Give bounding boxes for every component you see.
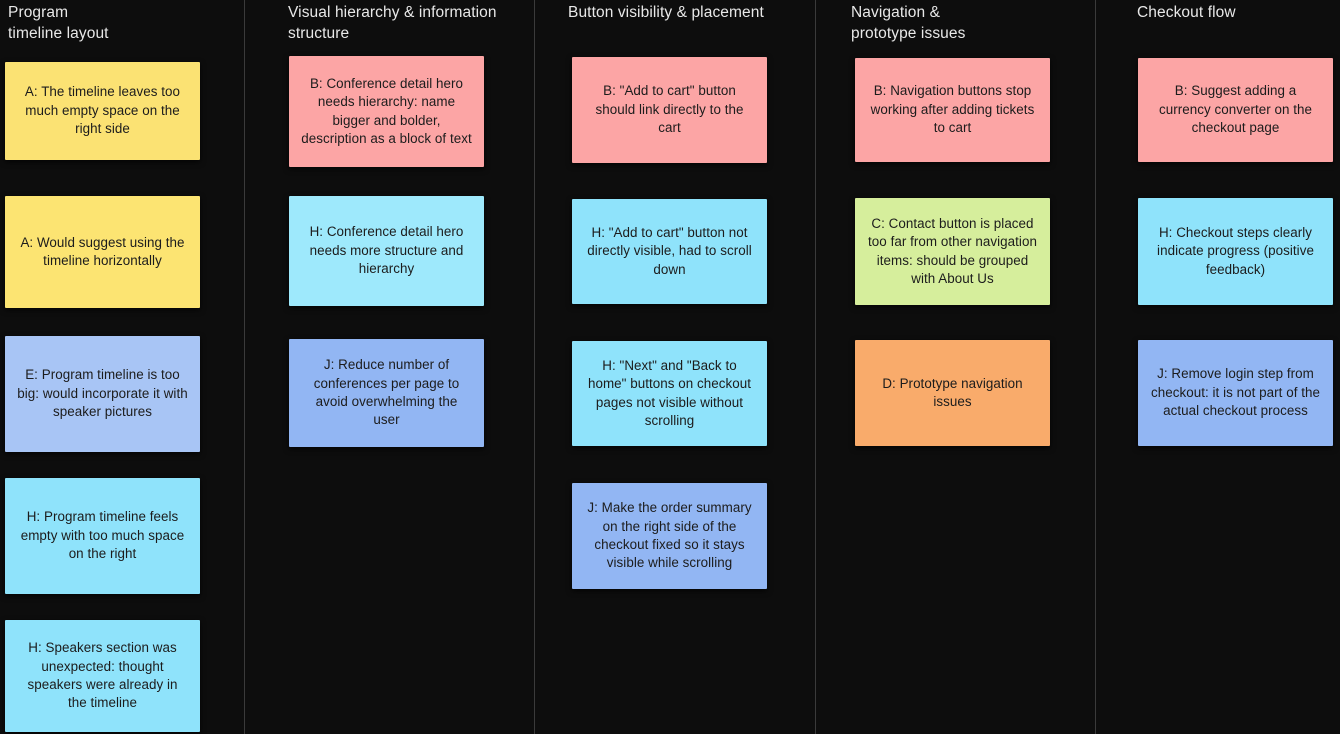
column-header-checkout-flow: Checkout flow bbox=[1137, 4, 1236, 21]
sticky-note-note-b-conference-hero-hierarchy[interactable]: B: Conference detail hero needs hierarch… bbox=[289, 56, 484, 167]
column-divider-2 bbox=[534, 0, 535, 734]
sticky-note-text: H: "Next" and "Back to home" buttons on … bbox=[587, 357, 752, 428]
sticky-note-note-h-timeline-feels-empty[interactable]: H: Program timeline feels empty with too… bbox=[5, 478, 200, 594]
column-header-visual-hierarchy-information-structure: Visual hierarchy & information structure bbox=[288, 4, 497, 42]
sticky-note-note-b-add-to-cart-link[interactable]: B: "Add to cart" button should link dire… bbox=[572, 57, 767, 163]
sticky-note-note-c-contact-button-placement[interactable]: C: Contact button is placed too far from… bbox=[855, 198, 1050, 305]
sticky-note-text: H: Speakers section was unexpected: thou… bbox=[27, 640, 178, 711]
sticky-note-note-h-add-to-cart-not-visible[interactable]: H: "Add to cart" button not directly vis… bbox=[572, 199, 767, 304]
sticky-note-note-e-timeline-too-big[interactable]: E: Program timeline is too big: would in… bbox=[5, 336, 200, 452]
sticky-note-note-j-reduce-conferences-per-page[interactable]: J: Reduce number of conferences per page… bbox=[289, 339, 484, 447]
column-header-navigation-prototype-issues: Navigation & prototype issues bbox=[851, 4, 966, 42]
sticky-note-text: C: Contact button is placed too far from… bbox=[868, 215, 1037, 286]
sticky-note-note-d-prototype-navigation-issues[interactable]: D: Prototype navigation issues bbox=[855, 340, 1050, 446]
sticky-note-note-b-currency-converter[interactable]: B: Suggest adding a currency converter o… bbox=[1138, 58, 1333, 162]
sticky-note-note-b-navigation-buttons-stop[interactable]: B: Navigation buttons stop working after… bbox=[855, 58, 1050, 162]
sticky-note-note-a-timeline-horizontal[interactable]: A: Would suggest using the timeline hori… bbox=[5, 196, 200, 308]
column-divider-4 bbox=[1095, 0, 1096, 734]
column-header-program-timeline-layout: Program timeline layout bbox=[8, 4, 109, 42]
sticky-note-text: H: "Add to cart" button not directly vis… bbox=[587, 224, 752, 277]
sticky-note-text: H: Program timeline feels empty with too… bbox=[20, 509, 185, 562]
sticky-note-text: H: Checkout steps clearly indicate progr… bbox=[1157, 224, 1314, 277]
sticky-note-text: B: "Add to cart" button should link dire… bbox=[595, 83, 744, 136]
sticky-note-note-h-speakers-section[interactable]: H: Speakers section was unexpected: thou… bbox=[5, 620, 200, 732]
column-divider-1 bbox=[244, 0, 245, 734]
sticky-note-text: B: Navigation buttons stop working after… bbox=[870, 83, 1035, 136]
sticky-note-text: A: Would suggest using the timeline hori… bbox=[20, 234, 185, 268]
sticky-note-text: B: Conference detail hero needs hierarch… bbox=[301, 75, 472, 146]
sticky-note-text: J: Remove login step from checkout: it i… bbox=[1150, 366, 1321, 419]
sticky-note-note-h-conference-hero-structure[interactable]: H: Conference detail hero needs more str… bbox=[289, 196, 484, 306]
sticky-note-text: H: Conference detail hero needs more str… bbox=[309, 224, 464, 277]
sticky-note-note-h-checkout-steps-progress[interactable]: H: Checkout steps clearly indicate progr… bbox=[1138, 198, 1333, 305]
sticky-note-text: D: Prototype navigation issues bbox=[882, 375, 1023, 409]
column-header-button-visibility-placement: Button visibility & placement bbox=[568, 4, 764, 21]
sticky-note-note-j-remove-login-step[interactable]: J: Remove login step from checkout: it i… bbox=[1138, 340, 1333, 446]
sticky-note-text: J: Reduce number of conferences per page… bbox=[313, 357, 460, 428]
sticky-note-note-h-next-back-home-not-visible[interactable]: H: "Next" and "Back to home" buttons on … bbox=[572, 341, 767, 446]
sticky-note-text: A: The timeline leaves too much empty sp… bbox=[24, 84, 181, 137]
sticky-note-note-j-order-summary-fixed[interactable]: J: Make the order summary on the right s… bbox=[572, 483, 767, 589]
sticky-note-text: J: Make the order summary on the right s… bbox=[587, 500, 752, 571]
column-divider-3 bbox=[815, 0, 816, 734]
sticky-note-note-a-empty-space-right[interactable]: A: The timeline leaves too much empty sp… bbox=[5, 62, 200, 160]
sticky-note-text: E: Program timeline is too big: would in… bbox=[17, 367, 188, 420]
sticky-note-text: B: Suggest adding a currency converter o… bbox=[1158, 83, 1313, 136]
